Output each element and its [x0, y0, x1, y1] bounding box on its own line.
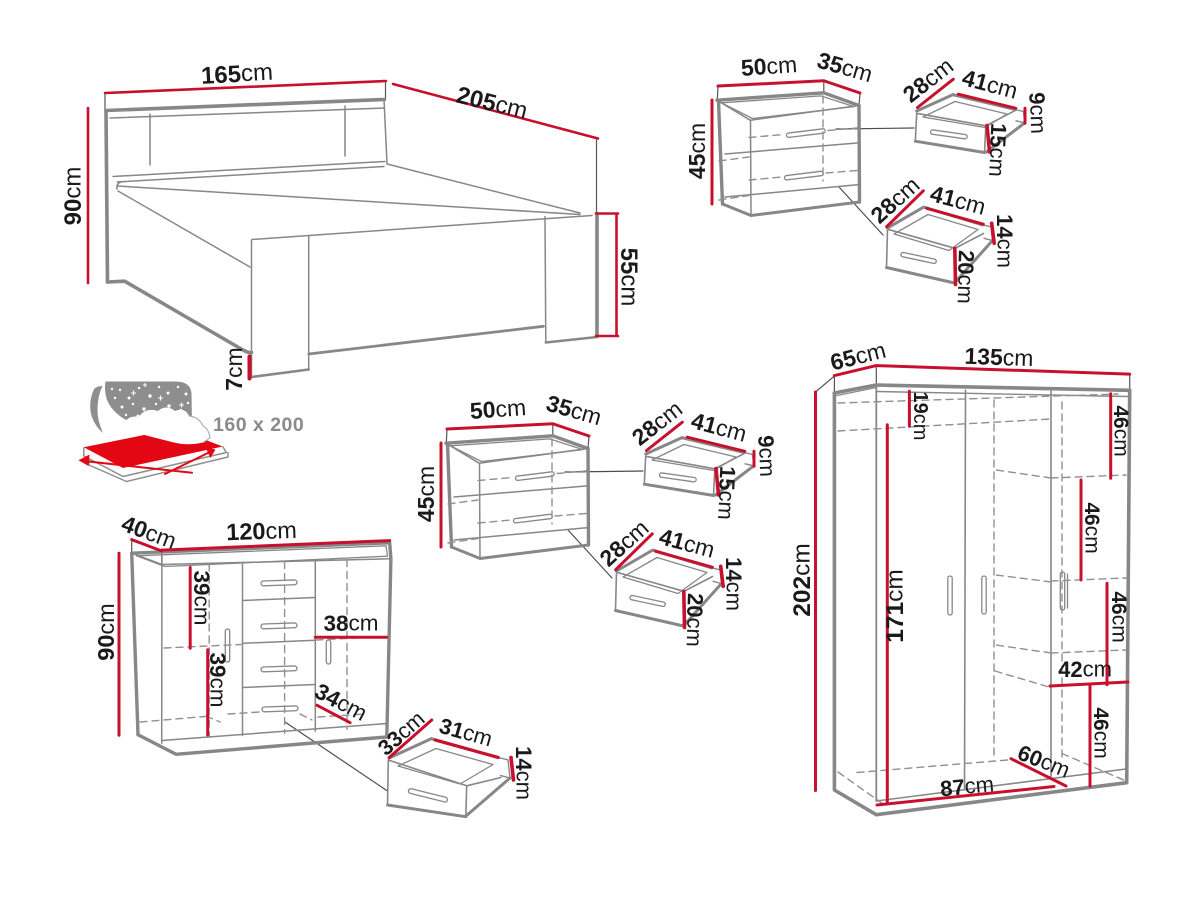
svg-text:171cm: 171cm	[882, 569, 909, 643]
svg-text:135cm: 135cm	[964, 343, 1034, 371]
svg-text:42cm: 42cm	[1058, 657, 1112, 682]
svg-text:46cm: 46cm	[1108, 591, 1131, 642]
svg-text:38cm: 38cm	[323, 611, 378, 636]
svg-text:120cm: 120cm	[226, 517, 297, 545]
svg-text:19cm: 19cm	[909, 392, 931, 441]
svg-text:14cm: 14cm	[512, 746, 537, 800]
svg-text:9cm: 9cm	[1025, 92, 1051, 134]
svg-text:90cm: 90cm	[60, 167, 87, 226]
svg-text:15cm: 15cm	[984, 122, 1012, 177]
svg-text:46cm: 46cm	[1110, 405, 1133, 456]
svg-text:14cm: 14cm	[993, 214, 1018, 268]
svg-text:46cm: 46cm	[1081, 502, 1104, 553]
svg-text:50cm: 50cm	[740, 51, 798, 81]
svg-text:39cm: 39cm	[190, 570, 215, 625]
svg-text:55cm: 55cm	[616, 248, 643, 307]
svg-text:20cm: 20cm	[953, 250, 980, 305]
svg-text:7cm: 7cm	[221, 347, 247, 390]
svg-text:202cm: 202cm	[789, 543, 816, 617]
svg-text:45cm: 45cm	[684, 123, 710, 179]
svg-text:87cm: 87cm	[939, 771, 995, 801]
svg-text:160 x 200: 160 x 200	[213, 414, 304, 436]
svg-text:39cm: 39cm	[206, 652, 231, 707]
svg-text:165cm: 165cm	[200, 59, 273, 90]
svg-text:65cm: 65cm	[828, 337, 889, 376]
svg-text:46cm: 46cm	[1090, 707, 1113, 758]
svg-text:90cm: 90cm	[93, 603, 119, 660]
